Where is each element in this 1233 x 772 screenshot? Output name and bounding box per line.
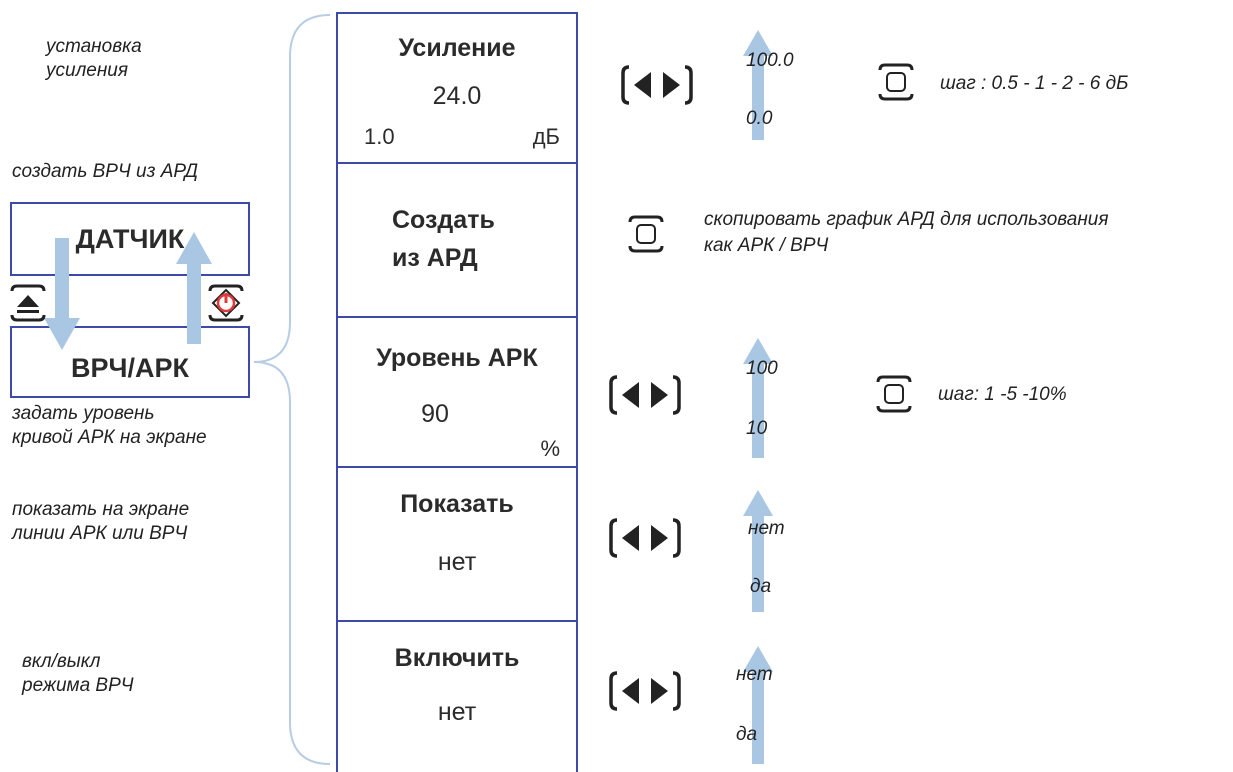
create-title-line1: Создать <box>392 206 495 234</box>
menu-cell-gain[interactable]: Усиление 24.0 1.0 дБ <box>336 12 578 164</box>
show-range-bottom: да <box>750 576 772 597</box>
left-right-arrows-icon[interactable] <box>608 374 682 416</box>
menu-cell-show[interactable]: Показать нет <box>336 466 578 620</box>
gain-title: Усиление <box>398 34 516 62</box>
left-right-arrows-icon[interactable] <box>608 670 682 712</box>
level-unit: % <box>540 436 560 461</box>
gain-step-note: шаг : 0.5 - 1 - 2 - 6 дБ <box>940 73 1129 94</box>
enable-title: Включить <box>394 644 520 672</box>
show-range-top: нет <box>748 518 785 539</box>
up-button-icon[interactable] <box>8 283 48 323</box>
tcg-box[interactable]: ВРЧ/АРК <box>10 326 250 398</box>
note-show: показать на экране линии АРК или ВРЧ <box>12 499 190 544</box>
note-create-tcg: создать ВРЧ из АРД <box>12 161 198 182</box>
note-level: задать уровень кривой АРК на экране <box>12 403 207 448</box>
enter-button-icon[interactable] <box>626 214 666 254</box>
brace-bracket <box>253 14 331 765</box>
create-title-line2: из АРД <box>392 244 478 272</box>
enable-range-bottom: да <box>736 724 758 745</box>
enable-value: нет <box>437 698 477 726</box>
range-arrow-show <box>743 490 773 612</box>
note-enable: вкл/выкл режима ВРЧ <box>22 651 134 696</box>
level-value: 90 <box>421 400 449 428</box>
level-range-max: 100 <box>746 358 778 379</box>
up-arrow-icon <box>176 232 212 344</box>
down-arrow-icon <box>44 238 80 350</box>
gain-range-min: 0.0 <box>746 108 773 129</box>
note-gain: установка усиления <box>46 36 142 81</box>
enter-button-icon[interactable] <box>876 62 916 102</box>
enter-button-icon[interactable] <box>874 374 914 414</box>
menu-cell-level[interactable]: Уровень АРК 90 % <box>336 316 578 468</box>
create-note-line1: скопировать график АРД для использования <box>704 209 1109 230</box>
level-title: Уровень АРК <box>376 344 538 372</box>
gain-step: 1.0 <box>364 124 395 149</box>
show-value: нет <box>437 548 477 576</box>
show-title: Показать <box>400 490 514 518</box>
tcg-label: ВРЧ/АРК <box>71 353 189 383</box>
menu-panel <box>336 12 578 772</box>
range-arrow-level <box>743 338 773 458</box>
gain-unit: дБ <box>532 124 560 149</box>
menu-cell-create[interactable]: Создать из АРД <box>336 162 578 316</box>
menu-cell-enable[interactable]: Включить нет <box>336 620 578 772</box>
gain-value: 24.0 <box>432 82 482 110</box>
gain-range-max: 100.0 <box>746 50 794 71</box>
range-arrow-gain <box>743 30 773 140</box>
power-button-icon[interactable] <box>206 283 246 323</box>
left-right-arrows-icon[interactable] <box>620 64 694 106</box>
level-range-min: 10 <box>746 418 768 439</box>
enable-range-top: нет <box>736 664 773 685</box>
range-arrow-enable <box>743 646 773 764</box>
level-step-note: шаг: 1 -5 -10% <box>938 384 1067 405</box>
left-right-arrows-icon[interactable] <box>608 517 682 559</box>
create-note-line2: как АРК / ВРЧ <box>704 235 829 256</box>
sensor-label: ДАТЧИК <box>75 224 185 254</box>
